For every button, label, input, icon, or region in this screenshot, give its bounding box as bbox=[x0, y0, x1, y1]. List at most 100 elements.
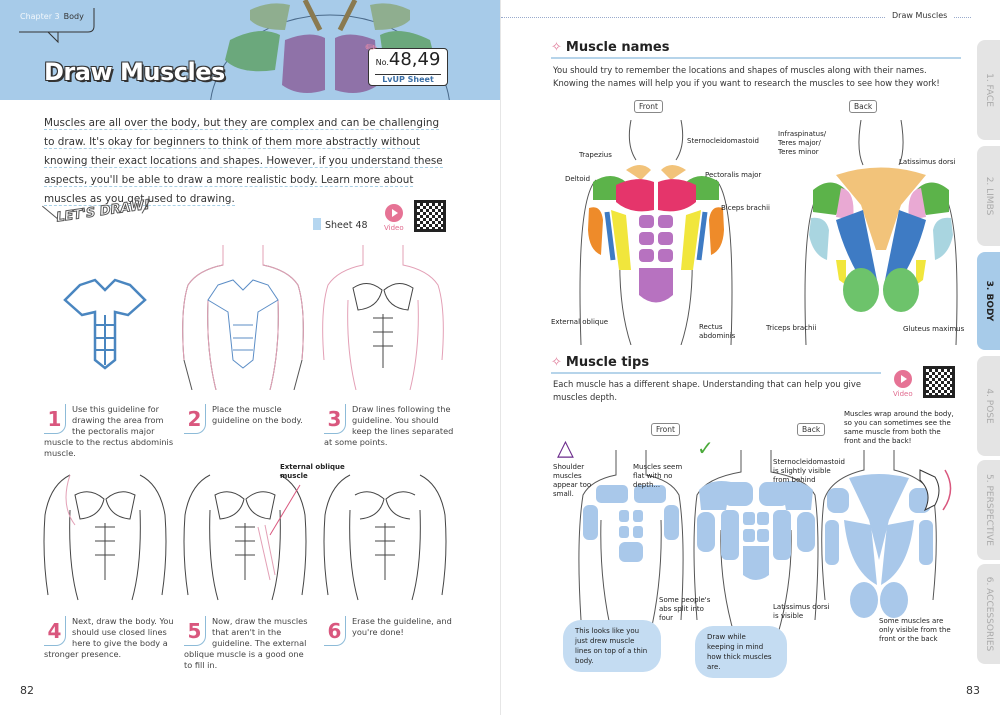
video-label: Video bbox=[384, 224, 404, 232]
label-external-oblique: External oblique bbox=[551, 318, 609, 326]
step-number: 1 bbox=[44, 404, 66, 434]
label-triceps-brachii: Triceps brachii bbox=[766, 324, 817, 332]
page-title: Draw Muscles bbox=[44, 58, 225, 86]
video-button[interactable]: Video bbox=[384, 204, 404, 232]
note-shoulder-too-small: Shoulder muscles appear too small. bbox=[553, 463, 592, 498]
tips-back-label: Back bbox=[797, 423, 826, 436]
tips-qr-code[interactable] bbox=[923, 366, 955, 398]
note-muscles-flat: Muscles seem flat with no depth... bbox=[633, 463, 683, 489]
note-muscles-wrap: Muscles wrap around the body, so you can… bbox=[844, 410, 954, 445]
speech-bubble-outline bbox=[19, 8, 95, 44]
step5-oblique-figure bbox=[183, 474, 307, 601]
lvup-numbers: 48,49 bbox=[388, 49, 441, 70]
muscle-tips-heading: ✧Muscle tips bbox=[551, 355, 881, 374]
note-abs-split: Some people's abs split into four bbox=[659, 596, 711, 622]
tab-label: 2. LIMBS bbox=[984, 176, 994, 216]
label-trapezius: Trapezius bbox=[579, 151, 612, 159]
tab-label: 6. ACCESSORIES bbox=[984, 576, 994, 652]
triangle-warning-icon: △ bbox=[557, 436, 574, 461]
step2-body-guideline-figure bbox=[182, 244, 304, 390]
tab-label: 3. BODY bbox=[984, 280, 994, 322]
label-gluteus-maximus: Gluteus maximus bbox=[903, 325, 965, 333]
speech-bubble-bad: This looks like you just drew muscle lin… bbox=[563, 620, 661, 672]
tab-label: 4. POSE bbox=[984, 388, 994, 424]
muscle-names-text: You should try to remember the locations… bbox=[553, 65, 940, 88]
muscle-names-heading: ✧Muscle names bbox=[551, 40, 961, 59]
tips-front-label: Front bbox=[651, 423, 680, 436]
label-sternocleidomastoid: Sternocleidomastoid bbox=[687, 137, 759, 145]
page-number: 82 bbox=[20, 684, 34, 697]
heading-text: Muscle tips bbox=[565, 355, 650, 370]
video-label: Video bbox=[893, 390, 913, 398]
intro-paragraph: Muscles are all over the body, but they … bbox=[44, 114, 449, 209]
chapter-number: Chapter 3 bbox=[20, 12, 60, 21]
tab-label: 5. PERSPECTIVE bbox=[984, 474, 994, 546]
play-icon bbox=[893, 370, 912, 388]
play-icon bbox=[384, 204, 403, 222]
step6-final-figure bbox=[323, 474, 447, 601]
front-label: Front bbox=[634, 100, 663, 113]
back-muscle-diagram bbox=[804, 120, 958, 345]
sheet-reference: Sheet 48 bbox=[313, 218, 368, 231]
muscle-tips-text: Each muscle has a different shape. Under… bbox=[553, 379, 861, 402]
diamond-icon: ✧ bbox=[551, 40, 562, 55]
tab-label: 1. FACE bbox=[984, 73, 994, 107]
label-infraspinatus-teres: Infraspinatus/ Teres major/ Teres minor bbox=[778, 130, 827, 156]
chapter-name: Body bbox=[63, 12, 84, 21]
label-pectoralis-major: Pectoralis major bbox=[705, 171, 762, 179]
tab-face[interactable]: 1. FACE bbox=[977, 40, 1000, 140]
tab-pose[interactable]: 4. POSE bbox=[977, 356, 1000, 456]
sheet-icon bbox=[313, 218, 321, 230]
tips-video-button[interactable]: Video bbox=[893, 370, 913, 398]
step-text: Erase the guideline, and you're done! bbox=[352, 616, 452, 637]
step-number: 6 bbox=[324, 616, 346, 646]
step-number: 4 bbox=[44, 616, 66, 646]
step-number: 5 bbox=[184, 616, 206, 646]
label-biceps-brachii: Biceps brachii bbox=[721, 204, 771, 212]
step3-muscle-lines-figure bbox=[322, 245, 444, 390]
qr-code[interactable] bbox=[414, 200, 446, 232]
page-number: 83 bbox=[966, 684, 980, 697]
speech-bubble-good: Draw while keeping in mind how thick mus… bbox=[695, 626, 787, 678]
lvup-sheet-badge: No.48,49 LvUP Sheet bbox=[368, 48, 448, 86]
diamond-icon: ✧ bbox=[551, 355, 562, 370]
step-number: 2 bbox=[184, 404, 206, 434]
lvup-no-prefix: No. bbox=[375, 58, 389, 67]
intro-text: Muscles are all over the body, but they … bbox=[44, 117, 443, 206]
wrap-around-diagram bbox=[919, 469, 952, 512]
front-muscle-diagram bbox=[579, 120, 733, 345]
tips-bad-front-figure bbox=[578, 450, 684, 650]
label-deltoid: Deltoid bbox=[565, 175, 591, 183]
step-text: Use this guideline for drawing the area … bbox=[44, 404, 174, 458]
right-page: Draw Muscles ✧Muscle names You should tr… bbox=[500, 0, 1000, 715]
label-latissimus-dorsi: Latissimus dorsi bbox=[899, 158, 956, 166]
tab-limbs[interactable]: 2. LIMBS bbox=[977, 146, 1000, 246]
step4-body-figure bbox=[43, 474, 167, 601]
tab-perspective[interactable]: 5. PERSPECTIVE bbox=[977, 460, 1000, 560]
lvup-label: LvUP Sheet bbox=[375, 74, 441, 84]
note-scm-visible: Sternocleidomastoid is slightly visible … bbox=[773, 458, 845, 484]
step-6: 6 Erase the guideline, and you're done! bbox=[324, 616, 454, 646]
tips-good-front-figure bbox=[693, 450, 819, 650]
step-number: 3 bbox=[324, 404, 346, 434]
label-rectus-abdominis: Rectus abdominis bbox=[699, 323, 736, 340]
step1-guideline-figure bbox=[63, 278, 147, 370]
tab-accessories[interactable]: 6. ACCESSORIES bbox=[977, 564, 1000, 664]
checkmark-icon: ✓ bbox=[697, 436, 714, 460]
heading-text: Muscle names bbox=[565, 40, 670, 55]
step-text: Next, draw the body. You should use clos… bbox=[44, 616, 174, 659]
note-only-visible: Some muscles are only visible from the f… bbox=[879, 617, 951, 643]
step-text: Now, draw the muscles that aren't in the… bbox=[184, 616, 308, 670]
tab-body[interactable]: 3. BODY bbox=[977, 252, 1000, 350]
external-oblique-label: External oblique muscle bbox=[280, 463, 345, 480]
step-text: Draw lines following the guideline. You … bbox=[324, 404, 454, 447]
step-text: Place the muscle guideline on the body. bbox=[212, 404, 303, 425]
running-header-line bbox=[501, 8, 971, 18]
